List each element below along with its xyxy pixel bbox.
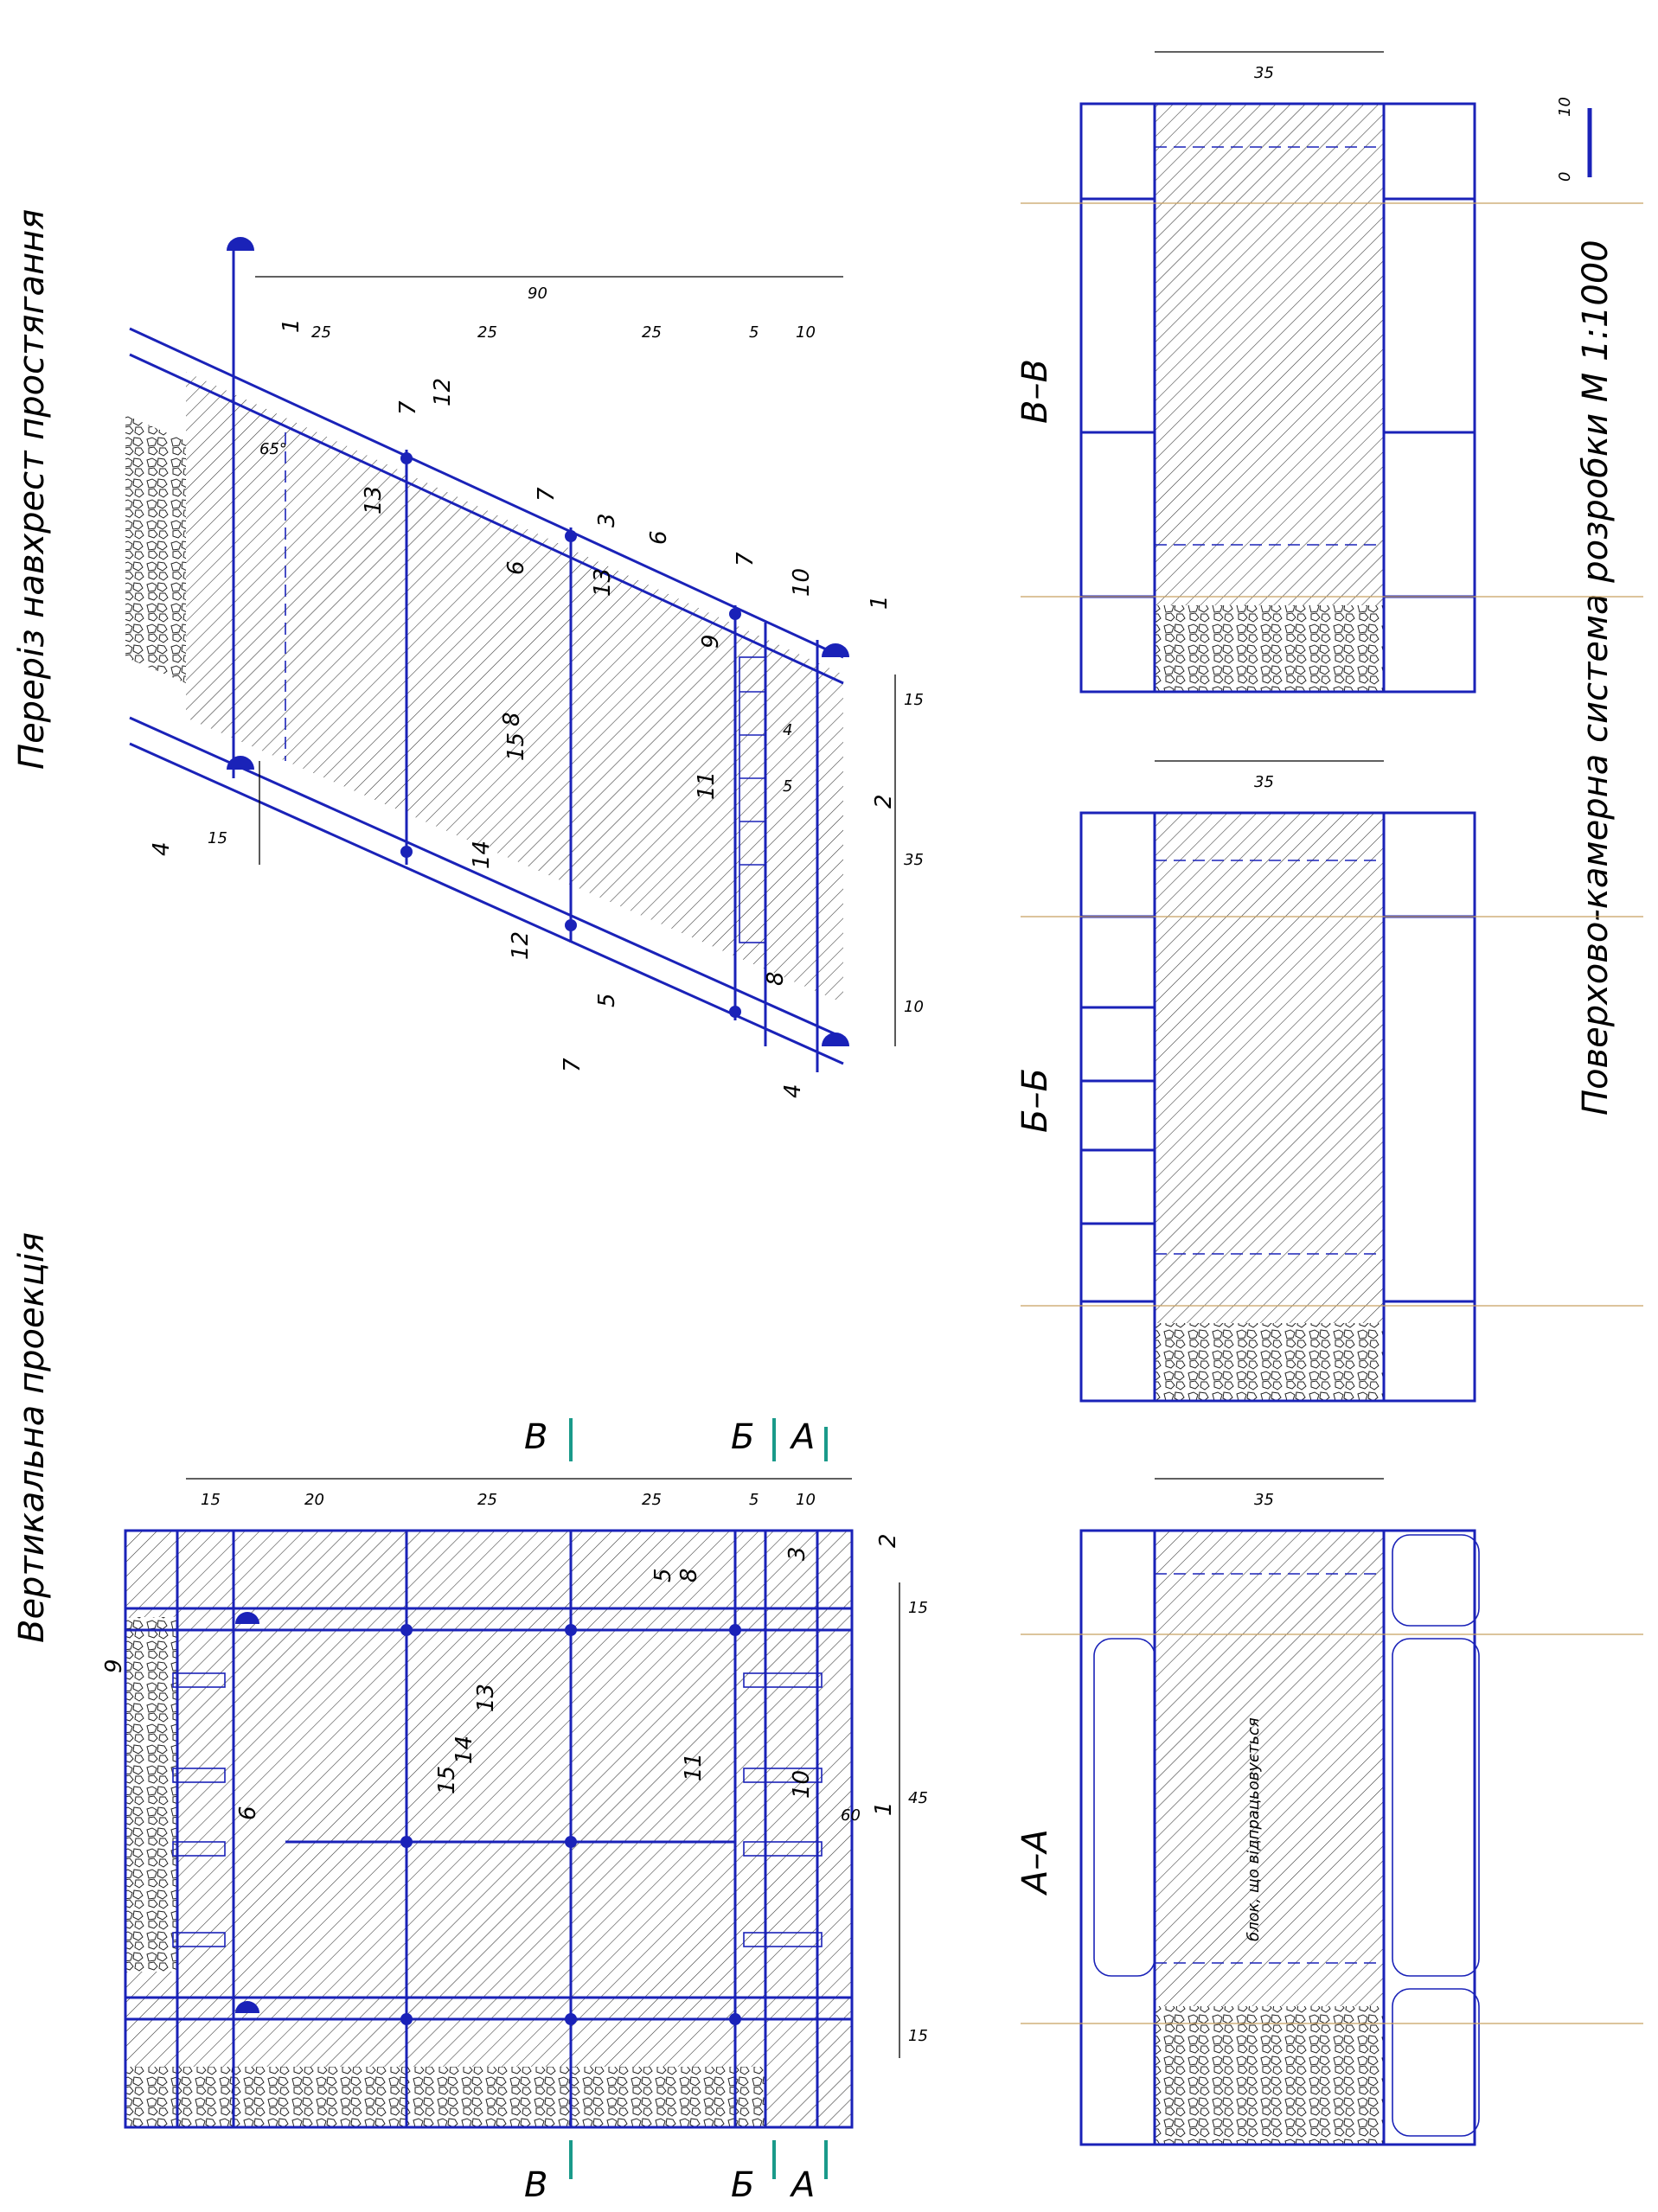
section-mark-a: А А (789, 1417, 828, 2205)
dim-25a: 25 (477, 1491, 497, 1509)
dim-20: 20 (304, 1491, 324, 1509)
projection-frame (124, 1529, 854, 2129)
dim-col-45: 45 (908, 1789, 928, 1807)
cs-label-4a: 4 (149, 841, 175, 856)
bb-dim-35: 35 (1254, 773, 1274, 791)
cs-label-9: 9 (698, 634, 724, 649)
title-vertical-projection: Вертикальна проекція (12, 1232, 52, 1643)
dim-col-15a: 15 (908, 1599, 928, 1617)
cs-dim-25c: 25 (642, 323, 662, 342)
cs-dim-10: 10 (796, 323, 816, 342)
scale-ten: 10 (1556, 97, 1574, 117)
cs-dim-90: 90 (528, 284, 547, 303)
cs-dim-5s: 5 (783, 777, 792, 796)
cs-dim-5: 5 (749, 323, 759, 342)
section-a-a: 35 блок, що відпрацьовується А–А (1015, 1478, 1643, 2146)
cs-label-2: 2 (871, 794, 897, 809)
scale-zero: 0 (1556, 172, 1574, 182)
svg-text:А: А (789, 2165, 815, 2205)
cs-label-12b: 12 (508, 931, 534, 960)
cs-label-8a: 8 (499, 712, 525, 726)
section-b-b: 35 Б–Б (1015, 760, 1643, 1403)
vertical-projection: 15 20 25 25 5 10 15 60 15 45 В В Б Б А А (101, 1417, 928, 2205)
caved-rubble-bottom (125, 2067, 765, 2127)
cs-label-6b: 6 (646, 530, 672, 545)
cs-label-7b: 7 (534, 487, 560, 502)
cs-label-13a: 13 (361, 486, 387, 515)
scale-bar: 0 10 (1556, 97, 1592, 182)
dim-25b: 25 (642, 1491, 662, 1509)
label-3: 3 (784, 1546, 810, 1561)
cs-label-1b: 1 (867, 595, 893, 610)
dim-col-15b: 15 (908, 2027, 928, 2045)
label-6: 8 (676, 1568, 702, 1582)
label-15: 15 (434, 1766, 460, 1794)
cs-dim-15s: 15 (208, 829, 227, 847)
rubble-zone (125, 415, 186, 683)
ore-body-inclined (186, 372, 843, 1003)
label-13: 13 (473, 1684, 499, 1712)
cs-label-11: 11 (694, 771, 720, 800)
svg-text:В: В (524, 2165, 547, 2205)
aa-block-note: блок, що відпрацьовується (1245, 1717, 1263, 1941)
svg-text:В: В (524, 1417, 547, 1457)
dim-10: 10 (796, 1491, 816, 1509)
cs-dim-10w: 10 (904, 998, 924, 1016)
label-1: 1 (871, 1801, 897, 1816)
section-v-v: 35 В–В (1015, 51, 1643, 694)
dim-15: 15 (201, 1491, 221, 1509)
svg-text:А: А (789, 1417, 815, 1457)
cs-label-10: 10 (789, 568, 815, 597)
section-b-b-title: Б–Б (1015, 1068, 1055, 1133)
cs-label-5: 5 (594, 993, 620, 1007)
label-10: 10 (789, 1770, 815, 1799)
label-5: 5 (650, 1568, 676, 1582)
cs-label-7a: 7 (395, 400, 421, 415)
cs-label-3: 3 (594, 513, 620, 527)
cs-label-7d: 7 (560, 1058, 586, 1072)
cs-label-13b: 13 (590, 568, 616, 597)
cs-dim-25a: 25 (311, 323, 331, 342)
label-14: 14 (451, 1736, 477, 1764)
label-2: 2 (875, 1533, 901, 1548)
dim-5: 5 (749, 1491, 759, 1509)
aa-dim-35: 35 (1254, 1491, 1274, 1509)
label-9: 9 (101, 1659, 127, 1673)
cs-dim-4: 4 (783, 721, 792, 739)
svg-text:Б: Б (731, 1417, 754, 1457)
cs-angle: 65° (259, 440, 287, 458)
section-mark-v: В В (524, 1417, 573, 2205)
cross-section-across-strike: 90 25 25 25 5 10 15 35 10 65° 15 4 5 1 1… (125, 237, 924, 1098)
vv-dim-35: 35 (1254, 64, 1274, 82)
label-11: 11 (681, 1753, 707, 1781)
section-mark-b: Б Б (731, 1417, 776, 2205)
cs-label-15: 15 (503, 732, 529, 761)
section-a-a-title: А–А (1015, 1829, 1055, 1896)
title-mining-system: Поверхово-камерна система розробки М 1:1… (1576, 240, 1616, 1116)
title-cross-section: Переріз навхрест простягання (12, 209, 52, 770)
cs-dim-35: 35 (904, 851, 924, 869)
dim-col-60: 60 (841, 1806, 861, 1825)
cs-dim-15: 15 (904, 691, 924, 709)
cs-label-7c: 7 (733, 552, 759, 566)
cs-label-12a: 12 (430, 378, 456, 406)
cs-label-8b: 8 (763, 971, 789, 986)
section-v-v-title: В–В (1015, 359, 1055, 424)
cs-label-4b: 4 (780, 1084, 806, 1098)
cs-label-14: 14 (469, 841, 495, 869)
caved-rubble-left (125, 1617, 177, 1972)
cs-label-1a: 1 (278, 318, 304, 333)
svg-text:Б: Б (731, 2165, 754, 2205)
label-8: 6 (235, 1806, 261, 1820)
cs-dim-25b: 25 (477, 323, 497, 342)
cs-label-6a: 6 (503, 560, 529, 575)
